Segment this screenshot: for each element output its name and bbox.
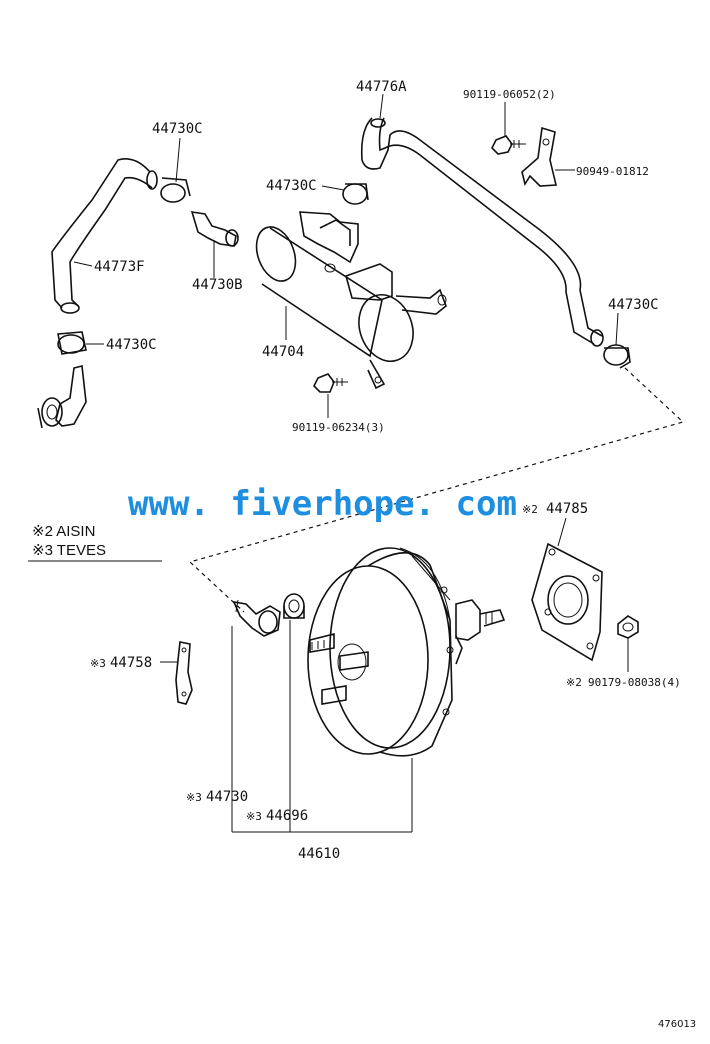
label-44730C-lower-left: 44730C — [106, 337, 157, 353]
label-44785: 44785 — [546, 501, 588, 517]
label-44776A: 44776A — [356, 79, 407, 95]
bracket-44758 — [160, 641, 193, 705]
brake-booster-44610 — [307, 547, 506, 832]
mark-44758: ※3 — [90, 657, 106, 670]
mark-90179-08038: ※2 — [566, 676, 582, 689]
clamp-44730C-right — [603, 312, 631, 369]
check-valve-44730 — [231, 599, 281, 790]
gasket-44785 — [531, 517, 603, 662]
grommet-44696 — [283, 593, 305, 810]
reference-number: 476013 — [658, 1019, 696, 1030]
clamp-44730C-middle — [321, 183, 369, 205]
hose-44773F — [51, 158, 158, 314]
vacuum-hose-44776A — [360, 93, 604, 347]
label-44610: 44610 — [298, 846, 340, 862]
nut-90179-08038 — [617, 615, 639, 672]
bolt-90119-06052 — [491, 102, 526, 155]
label-44758: 44758 — [110, 655, 152, 671]
group-bracket-44610 — [231, 790, 412, 833]
mark-44785: ※2 — [522, 503, 538, 516]
clamp-44730C-lower-left — [57, 331, 104, 355]
label-90119-06234: 90119-06234(3) — [292, 421, 385, 434]
vacuum-tank-44704 — [255, 211, 447, 390]
legend-teves: ※3 TEVES — [32, 542, 106, 559]
label-90179-08038: 90179-08038(4) — [588, 676, 681, 689]
label-44730C-middle: 44730C — [266, 178, 317, 194]
bolt-90119-06234 — [313, 373, 348, 418]
label-44730C-right: 44730C — [608, 297, 659, 313]
label-44730B: 44730B — [192, 277, 243, 293]
clamp-44730C-top-left — [160, 137, 191, 203]
check-valve-44730B — [190, 211, 239, 278]
label-44704: 44704 — [262, 344, 304, 360]
label-44730C-top-left: 44730C — [152, 121, 203, 137]
legend-aisin: ※2 AISIN — [32, 523, 95, 540]
pipe-fitting-lower-left — [37, 365, 87, 429]
bracket-90949-01812 — [521, 126, 575, 187]
watermark-text: www. fiverhope. com — [128, 484, 517, 524]
label-44773F: 44773F — [94, 259, 145, 275]
label-90949-01812: 90949-01812 — [576, 165, 649, 178]
label-44696: 44696 — [266, 808, 308, 824]
mark-44696: ※3 — [246, 810, 262, 823]
label-90119-06052: 90119-06052(2) — [463, 88, 556, 101]
mark-44730: ※3 — [186, 791, 202, 804]
label-44730: 44730 — [206, 789, 248, 805]
